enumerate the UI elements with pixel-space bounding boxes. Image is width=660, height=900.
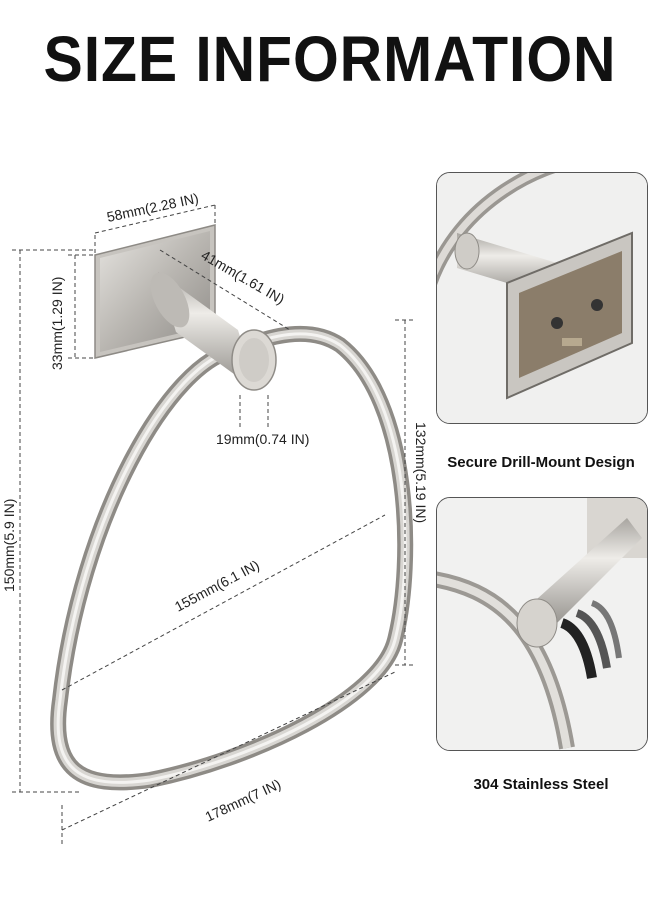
detail-photo-steel xyxy=(436,497,648,751)
caption-stainless-steel: 304 Stainless Steel xyxy=(473,776,609,793)
dimension-lines xyxy=(12,204,415,845)
dim-post-diameter: 19mm(0.74 IN) xyxy=(216,431,309,447)
mount-post xyxy=(150,272,277,391)
detail-photo-mount xyxy=(436,172,648,424)
dim-base-height: 33mm(1.29 IN) xyxy=(49,277,65,370)
steel-detail-image xyxy=(437,498,647,750)
page-title: SIZE INFORMATION xyxy=(43,23,617,95)
caption-drill-mount: Secure Drill-Mount Design xyxy=(447,454,635,471)
dim-ring-height: 132mm(5.19 IN) xyxy=(413,422,429,523)
dim-total-height: 150mm(5.9 IN) xyxy=(1,499,17,592)
dim-outer-width: 178mm(7 IN) xyxy=(203,776,284,825)
towel-ring xyxy=(50,325,414,791)
mount-detail-image xyxy=(437,173,647,423)
